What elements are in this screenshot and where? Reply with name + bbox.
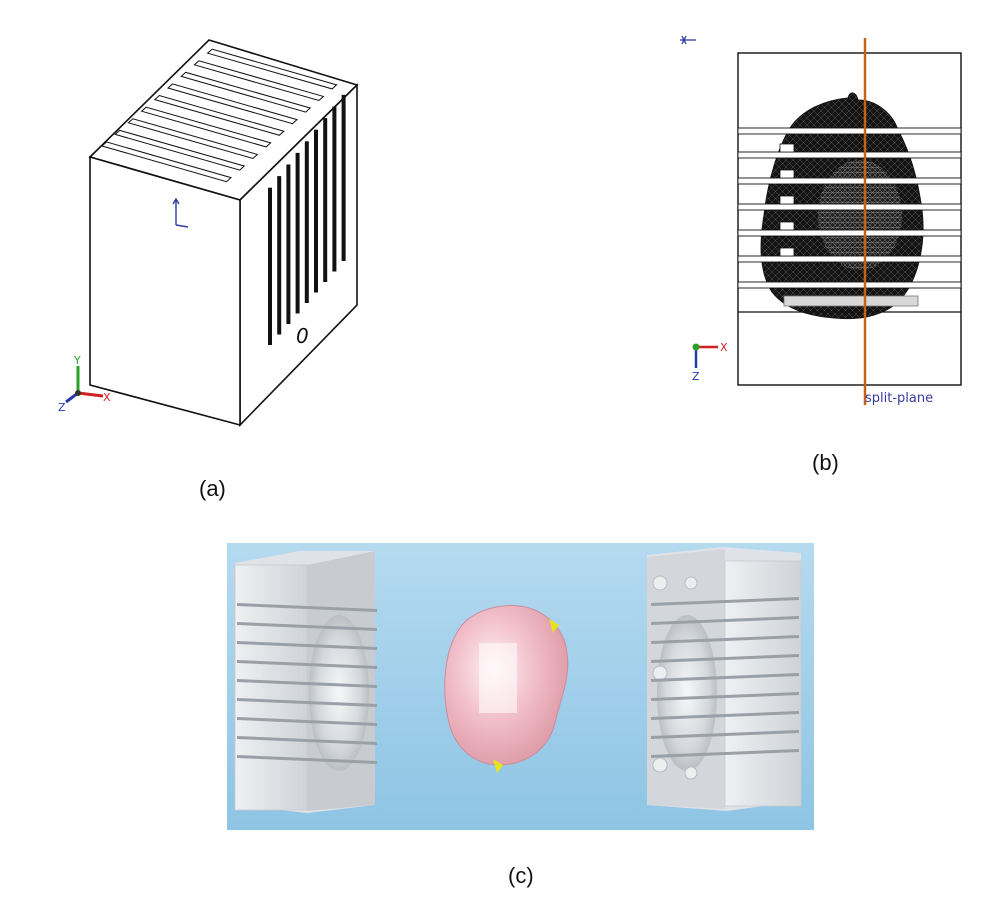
mold-slot	[237, 679, 377, 688]
mold-slot	[651, 597, 799, 606]
slot-right	[277, 176, 282, 335]
right-mold-half	[647, 547, 802, 811]
mold-slot	[237, 755, 377, 764]
view-marker-icon	[680, 35, 696, 45]
axis-label-x: X	[103, 391, 111, 404]
left-mold-half	[234, 551, 377, 813]
panel-c-mold-halves-render	[227, 543, 814, 830]
slot-top	[100, 141, 233, 183]
caption-b: (b)	[812, 450, 839, 475]
slice-tab	[779, 221, 795, 231]
split-plane-label: split-plane	[865, 391, 933, 406]
panel-b-split-view: split-plane X Z	[660, 20, 980, 420]
slot-right	[286, 164, 291, 324]
panel-a-mold-block: 0 Y X Z	[0, 0, 400, 440]
molded-fruit-part	[444, 605, 569, 773]
slot-top	[166, 83, 299, 125]
caption-c: (c)	[508, 863, 534, 888]
mold-mark-text: 0	[296, 324, 309, 348]
axis-triad-icon	[692, 343, 718, 368]
sprue-top-icon	[549, 619, 559, 633]
mold-slot	[651, 673, 799, 682]
mold-slot	[651, 711, 799, 720]
slice-band	[737, 255, 962, 263]
slot-group	[100, 48, 346, 345]
mold-slot	[237, 603, 377, 612]
sprue-bottom-icon	[493, 759, 503, 773]
axis-label-y: Y	[73, 354, 81, 367]
split-view-drawing: split-plane X Z	[680, 35, 962, 406]
axis-label-z: Z	[58, 401, 66, 414]
mold-render-drawing	[227, 543, 814, 830]
slice-tab	[779, 143, 795, 153]
mold-slot	[651, 654, 799, 663]
mold-slot	[237, 717, 377, 726]
mold-block-drawing: 0 Y X Z	[58, 39, 359, 427]
mold-slot	[237, 641, 377, 650]
slot-right	[304, 141, 309, 303]
slot-right	[268, 187, 272, 345]
origin-marker-icon	[172, 197, 189, 228]
mold-slot	[237, 698, 377, 707]
slice-band	[737, 281, 962, 289]
axis-label-x: X	[720, 341, 728, 354]
alignment-pins	[652, 575, 698, 780]
slice-tab	[779, 247, 795, 257]
slot-top	[180, 71, 312, 113]
slot-top	[127, 118, 259, 160]
mold-slot	[237, 660, 377, 669]
slot-right	[323, 118, 328, 282]
fruit-mesh-dense-core	[818, 160, 902, 270]
slice-band	[737, 177, 962, 185]
slot-top	[114, 129, 246, 171]
mold-slot	[651, 616, 799, 625]
block-front-face	[89, 155, 241, 427]
mold-slot	[237, 622, 377, 631]
slice-band-group	[737, 127, 962, 289]
slot-right	[341, 94, 346, 261]
axis-label-z: Z	[692, 370, 700, 383]
slice-tab	[779, 169, 795, 179]
slot-top	[153, 94, 285, 136]
left-cavity	[309, 615, 369, 771]
slot-right	[314, 129, 318, 293]
slot-top	[140, 106, 272, 148]
base-plate	[783, 295, 919, 307]
mold-slot	[651, 749, 799, 758]
slot-top	[206, 48, 338, 90]
slice-band	[737, 203, 962, 211]
caption-a: (a)	[199, 476, 226, 501]
mold-slot	[651, 692, 799, 701]
mold-slot	[651, 730, 799, 739]
slice-band	[737, 151, 962, 159]
axis-triad-icon	[65, 366, 104, 404]
mold-slot	[237, 736, 377, 745]
right-cavity	[657, 615, 717, 771]
mold-slot	[651, 635, 799, 644]
slice-band	[737, 127, 962, 135]
slice-band	[737, 229, 962, 237]
slot-right	[295, 152, 300, 314]
slot-right	[332, 106, 337, 272]
slice-tab	[779, 195, 795, 205]
slot-top	[193, 60, 325, 102]
